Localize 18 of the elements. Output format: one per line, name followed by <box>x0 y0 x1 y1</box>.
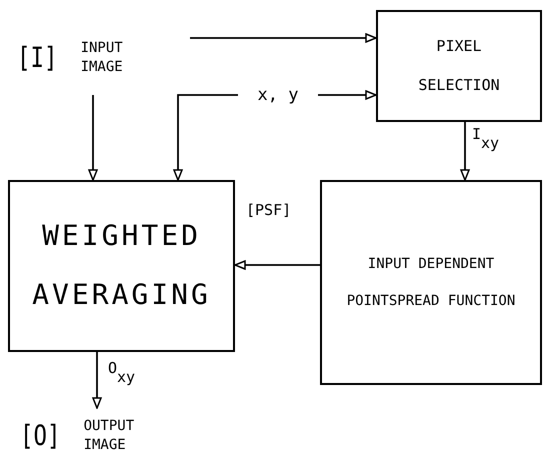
process-box <box>376 10 542 122</box>
process-box <box>320 180 542 385</box>
arrow <box>92 352 102 409</box>
arrow <box>318 90 377 100</box>
box-label: WEIGHTED AVERAGING <box>31 218 212 313</box>
image-symbol: [O] <box>20 422 61 450</box>
image-symbol: [I] <box>17 44 58 72</box>
node-label: x, y <box>258 84 298 106</box>
node-label: INPUT IMAGE <box>80 38 124 76</box>
arrow <box>234 260 320 270</box>
arrow <box>173 94 238 181</box>
node-label: OUTPUT IMAGE <box>84 416 136 454</box>
process-box <box>8 180 235 352</box>
box-label: INPUT DEPENDENT POINTSPREAD FUNCTION <box>346 255 516 310</box>
arrow <box>88 95 98 181</box>
box-label: PIXEL SELECTION <box>417 36 501 96</box>
arrow <box>190 33 377 43</box>
arrow <box>460 122 470 181</box>
